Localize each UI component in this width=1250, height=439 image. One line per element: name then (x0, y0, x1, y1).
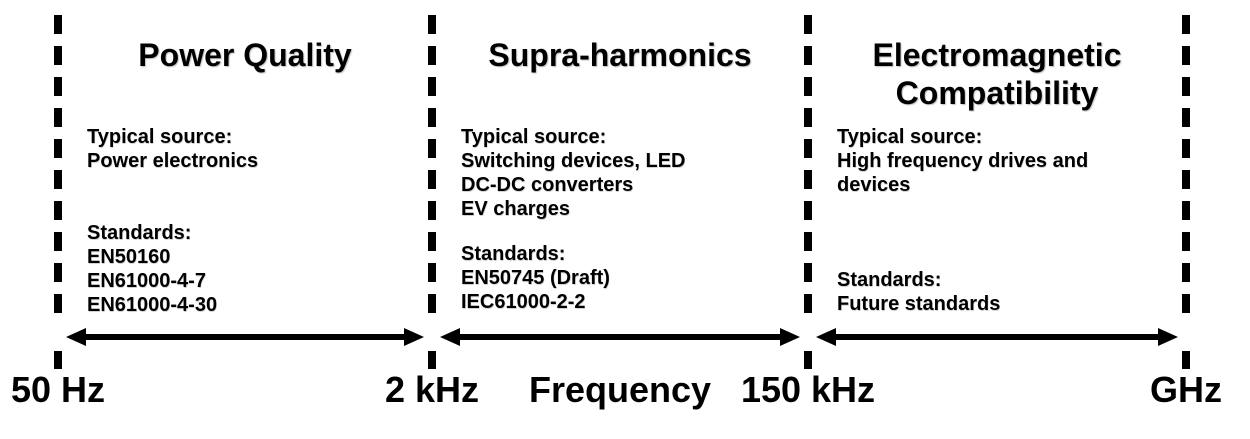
arrowhead-right-icon (780, 328, 800, 346)
axis-tick-150-khz: 150 kHz (740, 369, 876, 410)
standard-line: IEC61000-2-2 (461, 291, 586, 313)
standards-block: Standards: Future standards (837, 268, 1000, 316)
standard-line: EN61000-4-30 (87, 294, 218, 316)
typical-source-line: High frequency drives and (837, 150, 1089, 172)
axis-label-frequency: Frequency (528, 369, 712, 410)
standard-line: EN50160 (87, 246, 171, 268)
axis-tick-50-hz: 50 Hz (10, 369, 106, 410)
standards-block: Standards: EN50745 (Draft) IEC61000-2-2 (461, 242, 610, 314)
typical-source-line: DC-DC converters (461, 174, 634, 196)
section-electromagnetic-compatibility: Electromagnetic Compatibility Typical so… (808, 0, 1186, 439)
arrowhead-left-icon (816, 328, 836, 346)
arrowhead-left-icon (66, 328, 86, 346)
standards-block: Standards: EN50160 EN61000-4-7 EN61000-4… (87, 221, 217, 317)
section-supra-harmonics: Supra-harmonics Typical source: Switchin… (432, 0, 808, 439)
section-title: Power Quality (138, 37, 352, 73)
standards-heading: Standards: (87, 222, 192, 244)
standards-heading: Standards: (837, 269, 942, 291)
typical-source-heading: Typical source: (461, 126, 607, 148)
standard-line: EN61000-4-7 (87, 270, 206, 292)
arrowhead-right-icon (1158, 328, 1178, 346)
section-title: Electromagnetic Compatibility (872, 37, 1122, 111)
standard-line: Future standards (837, 293, 1001, 315)
typical-source-block: Typical source: Power electronics (87, 125, 258, 173)
typical-source-line: Switching devices, LED (461, 150, 686, 172)
typical-source-line: Power electronics (87, 150, 259, 172)
arrowhead-right-icon (404, 328, 424, 346)
section-title: Supra-harmonics (488, 37, 752, 73)
arrowhead-left-icon (440, 328, 460, 346)
typical-source-block: Typical source: High frequency drives an… (837, 125, 1088, 197)
standards-heading: Standards: (461, 243, 566, 265)
axis-tick-ghz: GHz (1150, 369, 1222, 410)
typical-source-block: Typical source: Switching devices, LED D… (461, 125, 686, 221)
standard-line: EN50745 (Draft) (461, 267, 610, 289)
typical-source-line: EV charges (461, 198, 570, 220)
typical-source-heading: Typical source: (87, 126, 233, 148)
section-power-quality: Power Quality Typical source: Power elec… (58, 0, 432, 439)
axis-tick-2-khz: 2 kHz (384, 369, 480, 410)
typical-source-line: devices (837, 174, 911, 196)
typical-source-heading: Typical source: (837, 126, 983, 148)
